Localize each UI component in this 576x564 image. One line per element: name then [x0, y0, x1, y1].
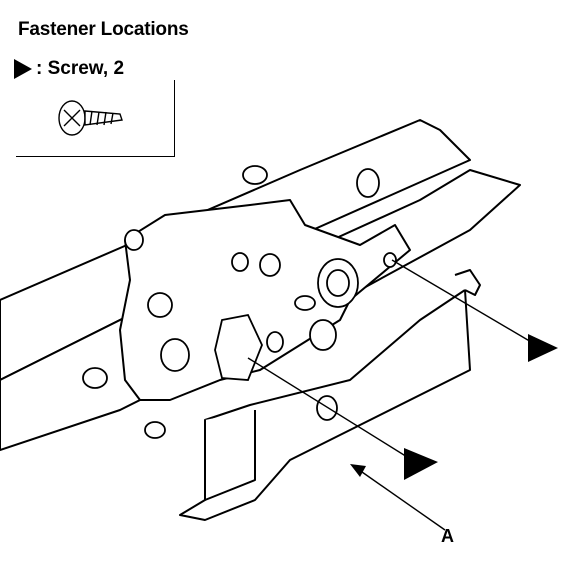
- frame-structure: [0, 119, 521, 521]
- legend-frame: [16, 80, 175, 157]
- screw-icon: [58, 100, 123, 136]
- screw-leader-lower: [247, 357, 438, 480]
- callout-a: A: [441, 526, 454, 546]
- legend-label: : Screw, 2: [36, 58, 125, 79]
- page-title: Fastener Locations: [18, 19, 189, 40]
- callout-a-leader: [350, 464, 446, 531]
- fastener-legend: : Screw, 2: [14, 58, 124, 80]
- triangle-marker-icon: [14, 59, 32, 79]
- screw-leader-right: [391, 259, 558, 362]
- hardware: [82, 165, 397, 439]
